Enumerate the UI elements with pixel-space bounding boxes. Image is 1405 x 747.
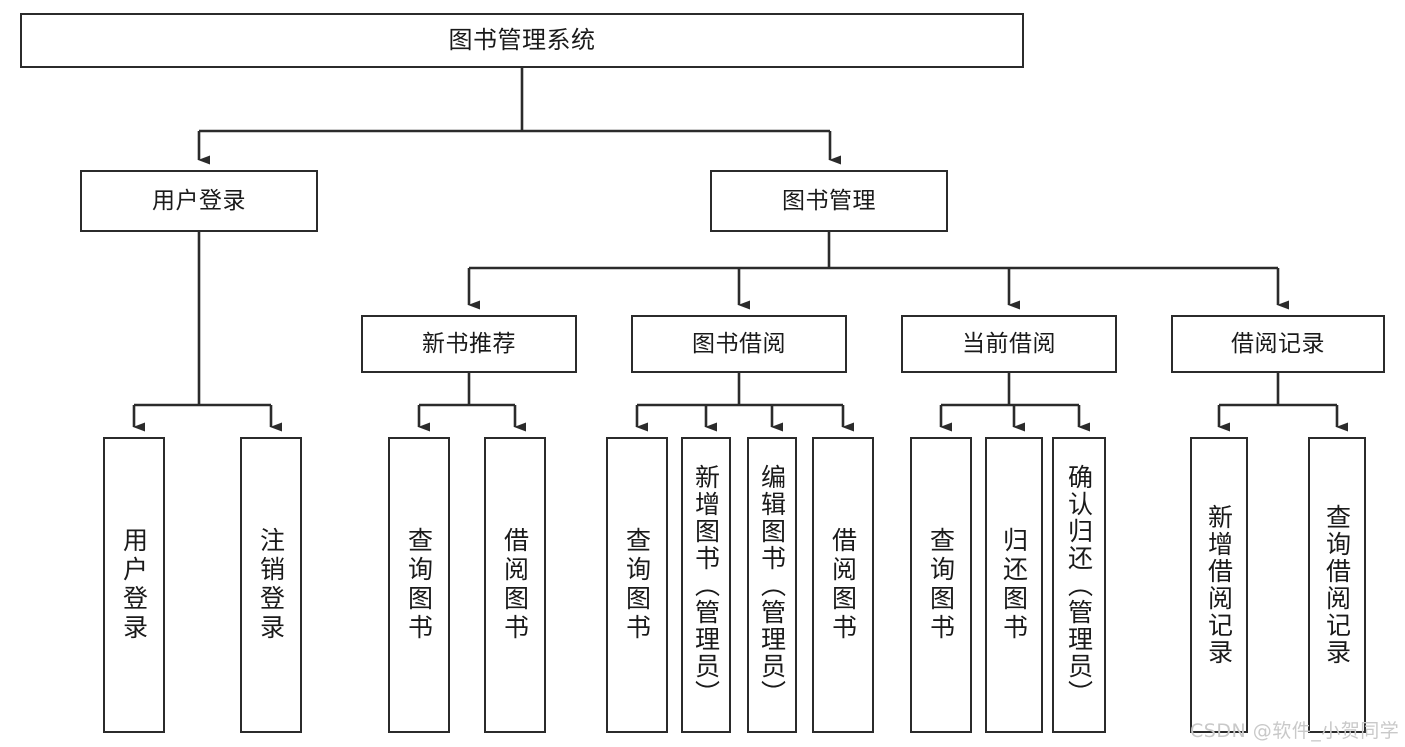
leaf-add-book[interactable]: 新增图书（管理员）	[681, 437, 731, 733]
leaf-query-book-3-label: 查询图书	[926, 527, 956, 643]
leaf-user-login[interactable]: 用户登录	[103, 437, 165, 733]
leaf-confirm-return[interactable]: 确认归还（管理员）	[1052, 437, 1106, 733]
leaf-borrow-book-2-label: 借阅图书	[828, 527, 858, 643]
leaf-query-borrow-record-label: 查询借阅记录	[1322, 504, 1352, 666]
csdn-watermark-text: CSDN @软件_小贺同学	[1190, 720, 1400, 742]
node-user-login[interactable]: 用户登录	[80, 170, 318, 232]
node-current-borrow[interactable]: 当前借阅	[901, 315, 1117, 373]
leaf-edit-book[interactable]: 编辑图书（管理员）	[747, 437, 797, 733]
leaf-query-book-1[interactable]: 查询图书	[388, 437, 450, 733]
leaf-query-borrow-record[interactable]: 查询借阅记录	[1308, 437, 1366, 733]
leaf-query-book-1-label: 查询图书	[404, 527, 434, 643]
leaf-add-borrow-record-label: 新增借阅记录	[1204, 504, 1234, 666]
node-book-management-label: 图书管理	[782, 187, 876, 214]
leaf-query-book-3[interactable]: 查询图书	[910, 437, 972, 733]
node-user-login-label: 用户登录	[152, 187, 246, 214]
leaf-add-book-label: 新增图书（管理员）	[691, 463, 721, 707]
csdn-watermark: CSDN @软件_小贺同学	[1190, 716, 1399, 743]
leaf-edit-book-label: 编辑图书（管理员）	[757, 463, 787, 707]
node-new-book-recommend[interactable]: 新书推荐	[361, 315, 577, 373]
leaf-query-book-2[interactable]: 查询图书	[606, 437, 668, 733]
node-root-label: 图书管理系统	[448, 25, 596, 54]
leaf-user-login-label: 用户登录	[119, 527, 149, 643]
node-borrow-record[interactable]: 借阅记录	[1171, 315, 1385, 373]
leaf-borrow-book-1-label: 借阅图书	[500, 527, 530, 643]
node-book-borrow[interactable]: 图书借阅	[631, 315, 847, 373]
leaf-return-book-label: 归还图书	[999, 527, 1029, 643]
leaf-borrow-book-1[interactable]: 借阅图书	[484, 437, 546, 733]
node-book-borrow-label: 图书借阅	[692, 330, 786, 357]
leaf-add-borrow-record[interactable]: 新增借阅记录	[1190, 437, 1248, 733]
node-book-management[interactable]: 图书管理	[710, 170, 948, 232]
node-borrow-record-label: 借阅记录	[1231, 330, 1325, 357]
leaf-user-logout[interactable]: 注销登录	[240, 437, 302, 733]
leaf-borrow-book-2[interactable]: 借阅图书	[812, 437, 874, 733]
node-new-book-recommend-label: 新书推荐	[422, 330, 516, 357]
node-root[interactable]: 图书管理系统	[20, 13, 1024, 68]
leaf-return-book[interactable]: 归还图书	[985, 437, 1043, 733]
leaf-user-logout-label: 注销登录	[256, 527, 286, 643]
leaf-query-book-2-label: 查询图书	[622, 527, 652, 643]
node-current-borrow-label: 当前借阅	[962, 330, 1056, 357]
leaf-confirm-return-label: 确认归还（管理员）	[1064, 463, 1094, 707]
